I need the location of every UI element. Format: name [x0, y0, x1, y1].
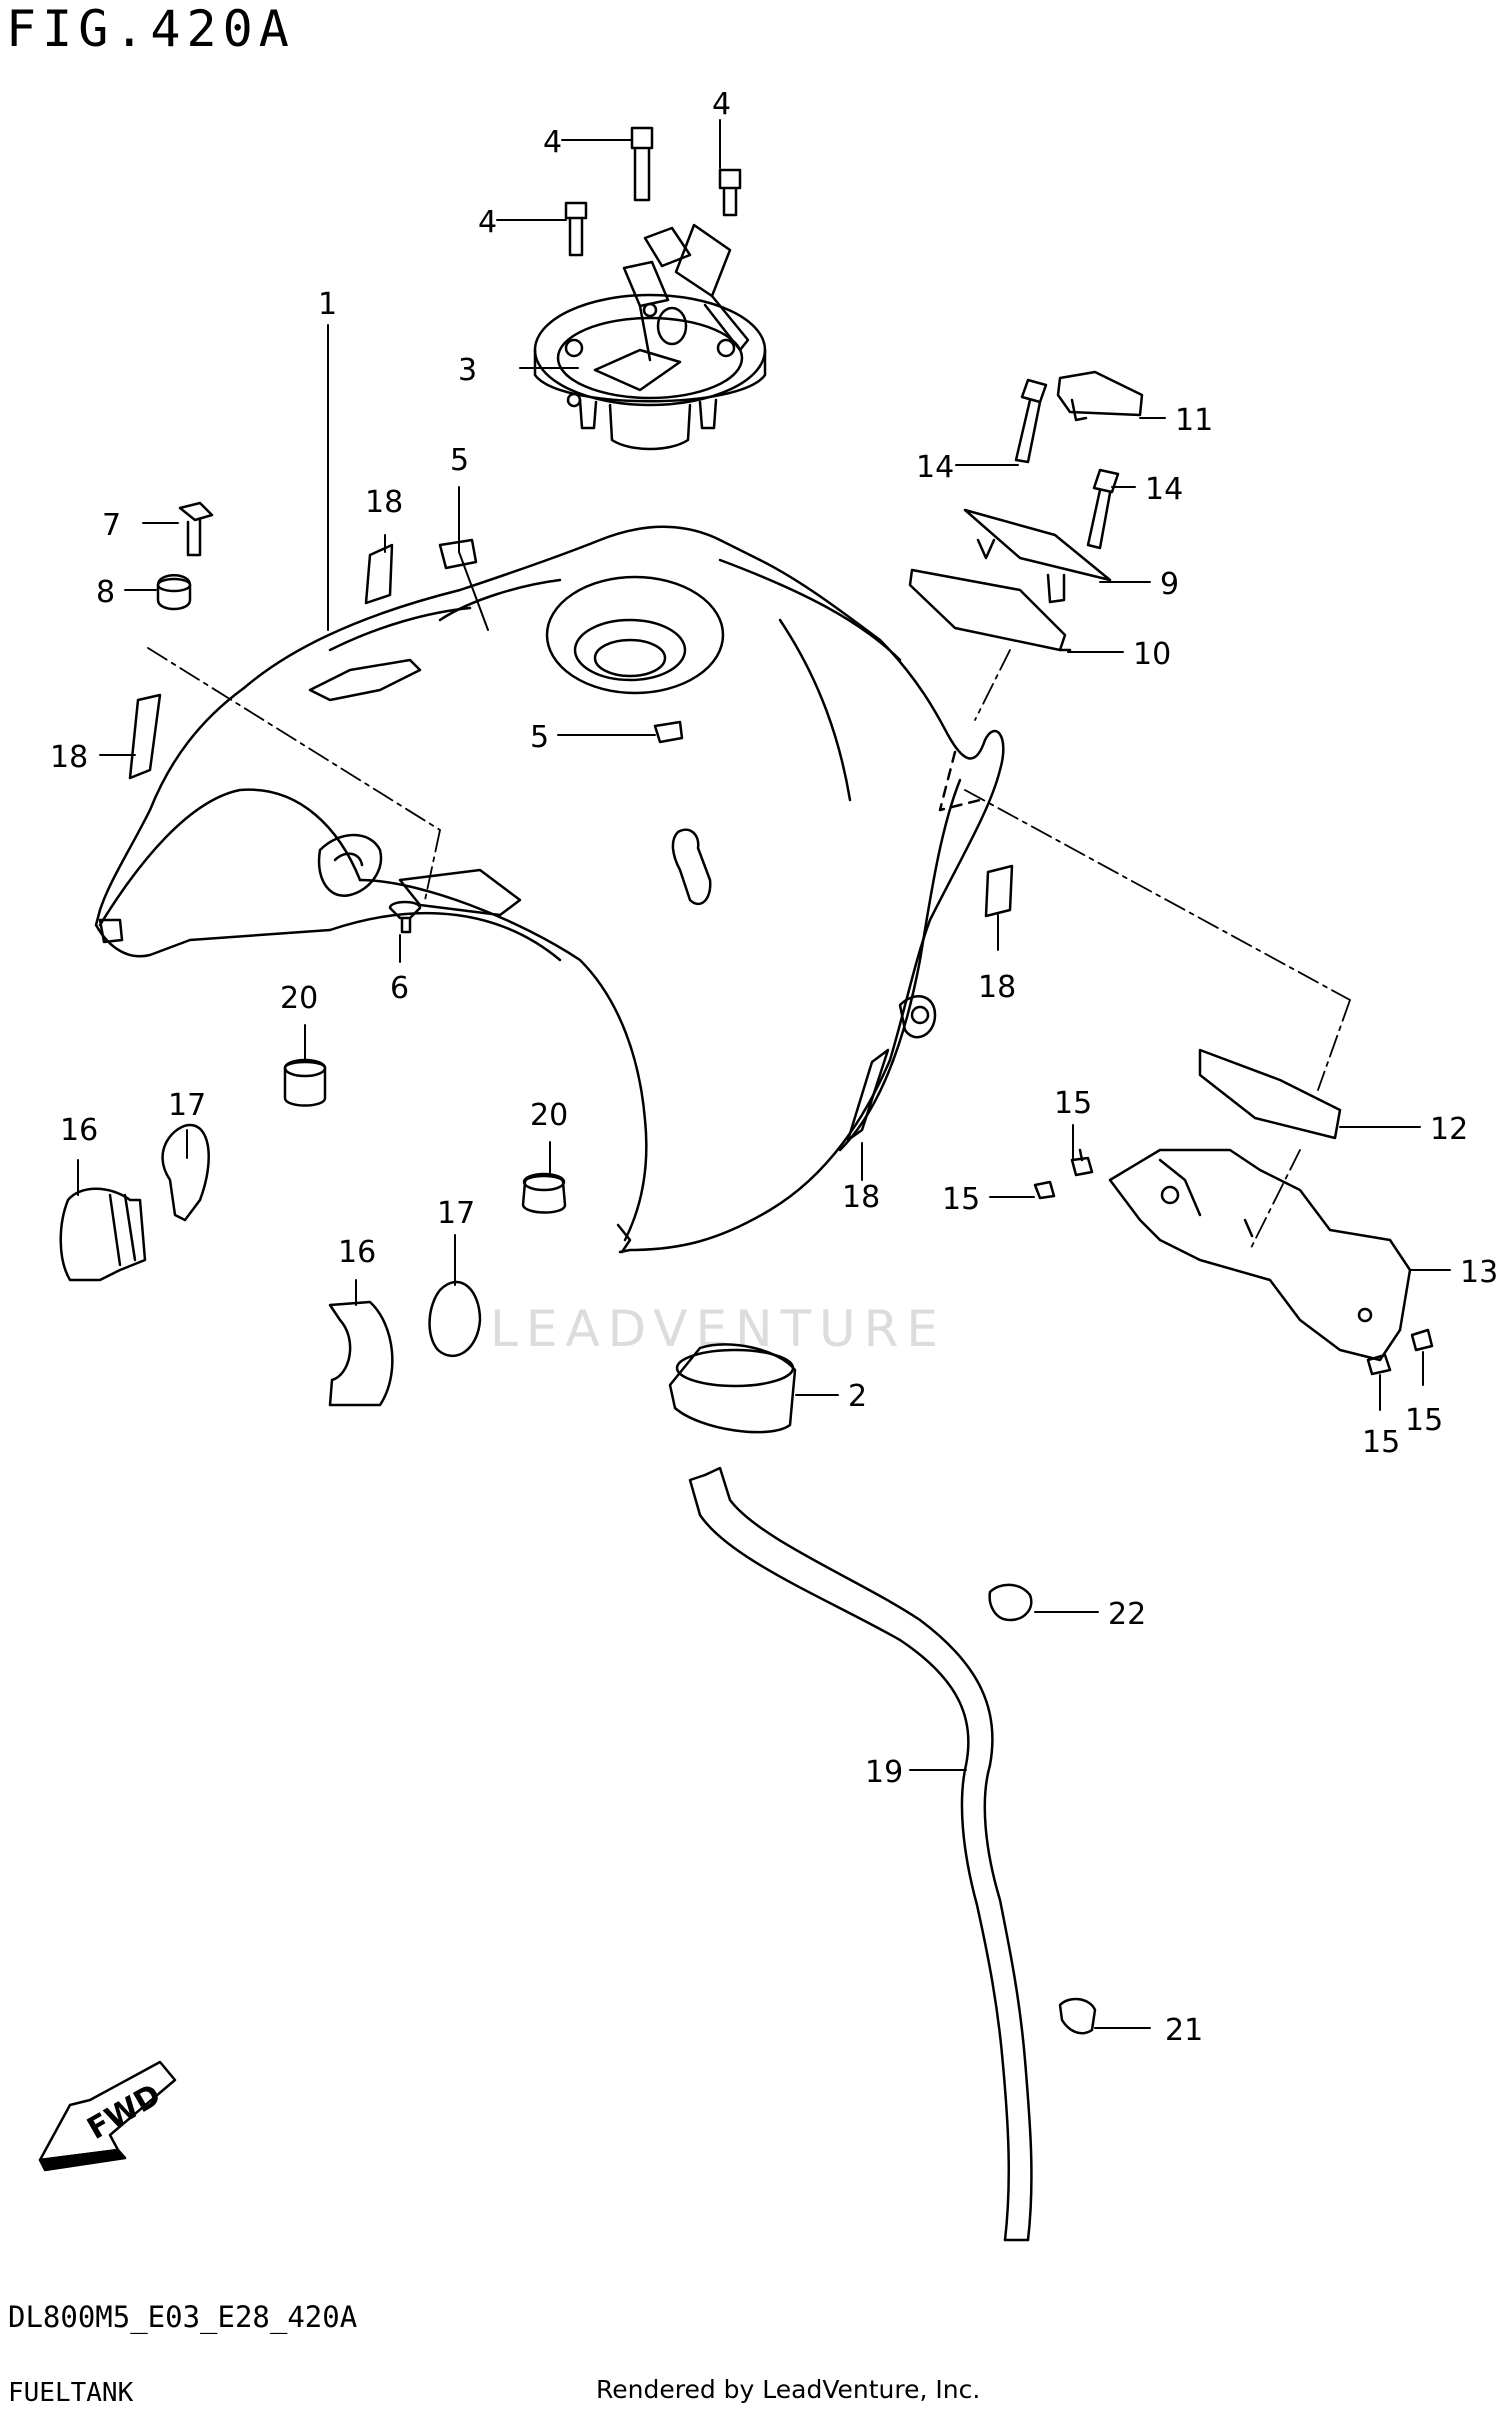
callout-2: 2: [848, 1379, 867, 1414]
callout-15-left: 15: [942, 1182, 980, 1217]
callout-12: 12: [1430, 1112, 1468, 1147]
rear-mount-plates: [908, 370, 1144, 652]
callout-4-left-top: 4: [543, 125, 562, 160]
fwd-arrow: [38, 2060, 177, 2172]
render-credit: Rendered by LeadVenture, Inc.: [596, 2375, 981, 2404]
callout-17-center: 17: [437, 1196, 475, 1231]
figure-name: FUELTANK: [8, 2378, 134, 2408]
callout-20-center: 20: [530, 1098, 568, 1133]
fuel-cap: [533, 223, 767, 451]
tank-cover-2: [668, 1343, 797, 1434]
callout-14-right: 14: [1145, 472, 1183, 507]
drain-hose: [688, 1466, 1097, 2242]
cushions-clamps: [59, 1058, 567, 1407]
callout-3: 3: [458, 353, 477, 388]
small-fittings: [128, 501, 1014, 1142]
callout-16-left: 16: [60, 1113, 98, 1148]
cap-bolts: [564, 126, 742, 257]
callout-18-top: 18: [365, 485, 403, 520]
callout-21: 21: [1165, 2013, 1203, 2048]
watermark: LEADVENTURE: [490, 1300, 946, 1358]
figure-code: DL800M5_E03_E28_420A: [8, 2300, 358, 2334]
callout-10: 10: [1133, 637, 1171, 672]
bracket-screws: [1033, 1148, 1434, 1376]
fuel-tank: [94, 525, 1005, 1254]
callout-22: 22: [1108, 1597, 1146, 1632]
figure-title: FIG.420A: [6, 0, 295, 58]
callout-11: 11: [1175, 403, 1213, 438]
callout-7: 7: [102, 508, 121, 543]
callout-18-right: 18: [978, 970, 1016, 1005]
callout-16-center: 16: [338, 1235, 376, 1270]
callout-6: 6: [390, 971, 409, 1006]
callout-14-left: 14: [916, 450, 954, 485]
leader-lines: [77, 119, 1451, 2029]
callout-15-bottom-left: 15: [1362, 1425, 1400, 1460]
callout-18-bottom: 18: [842, 1180, 880, 1215]
callout-20-left: 20: [280, 981, 318, 1016]
callout-numbers: 1 2 3 4 4 4 5 5 6 7 8 9 10 11 12 13 14 1…: [50, 87, 1498, 2048]
callout-15-top: 15: [1054, 1086, 1092, 1121]
callout-5-upper: 5: [450, 443, 469, 478]
callout-5-lower: 5: [530, 720, 549, 755]
assembly-lines: [147, 647, 1351, 1251]
callout-13: 13: [1460, 1255, 1498, 1290]
callout-19: 19: [865, 1755, 903, 1790]
callout-8: 8: [96, 575, 115, 610]
callout-17-left: 17: [168, 1088, 206, 1123]
callout-15-bottom-right: 15: [1405, 1403, 1443, 1438]
callout-4-right: 4: [712, 87, 731, 122]
plate-bolts: [1014, 378, 1120, 550]
callout-4-left-lower: 4: [478, 205, 497, 240]
callout-1: 1: [318, 287, 337, 322]
callout-9: 9: [1160, 567, 1179, 602]
callout-18-left: 18: [50, 740, 88, 775]
rear-bracket: [1108, 1048, 1412, 1362]
